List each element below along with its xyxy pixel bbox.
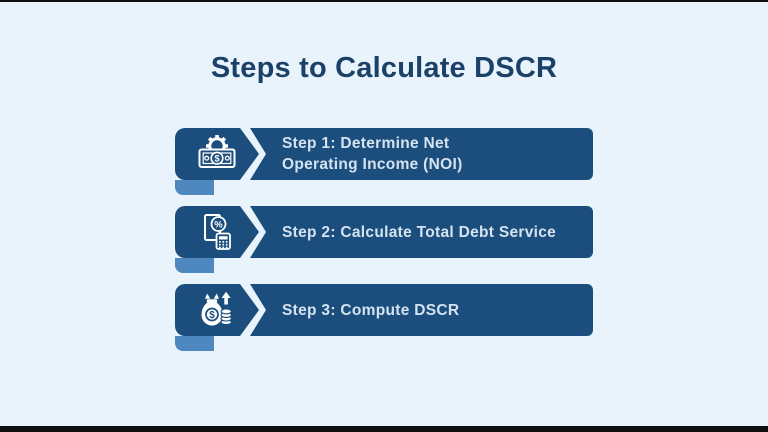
step-3-banner: Step 3: Compute DSCR	[250, 284, 593, 336]
bottom-border-bar	[0, 426, 768, 432]
step-1-label-line1: Step 1: Determine Net	[282, 135, 450, 152]
svg-text:$: $	[214, 154, 220, 165]
step-1-icon-box: $	[175, 128, 259, 180]
step-2-label-line1: Step 2: Calculate Total Debt Service	[282, 223, 557, 241]
step-3-label-line1: Step 3: Compute DSCR	[282, 301, 460, 319]
step-2-ribbon-fold	[175, 258, 214, 273]
money-gear-icon: $	[185, 132, 249, 176]
step-2-icon-box: %	[175, 206, 259, 258]
page-title: Steps to Calculate DSCR	[210, 52, 558, 85]
money-bag-coins-icon: $	[185, 288, 249, 332]
step-row-3: $ Step 3: Compute DSCR	[0, 284, 768, 352]
ledger-percent-calculator-icon: %	[185, 210, 249, 254]
step-row-2: % Step 2: Calculate Total Debt Service	[0, 206, 768, 274]
step-row-1: $ Step 1: Determine Net Operating Income…	[0, 128, 768, 196]
step-1-banner: Step 1: Determine Net Operating Income (…	[250, 128, 593, 180]
svg-text:$: $	[209, 310, 215, 321]
top-border-bar	[0, 0, 768, 2]
svg-text:%: %	[214, 219, 223, 230]
step-1-label-line2: Operating Income (NOI)	[282, 156, 463, 173]
step-3-ribbon-fold	[175, 336, 214, 351]
step-1-ribbon-fold	[175, 180, 214, 195]
step-2-banner: Step 2: Calculate Total Debt Service	[250, 206, 593, 258]
step-3-icon-box: $	[175, 284, 259, 336]
